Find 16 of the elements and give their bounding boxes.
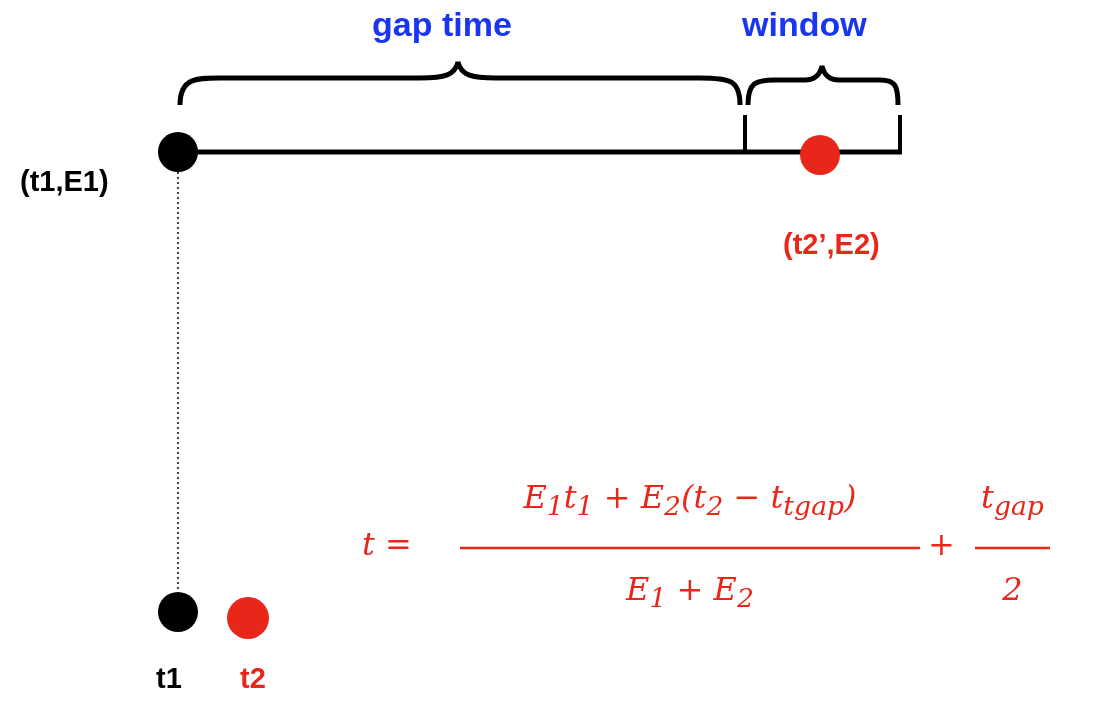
dot	[158, 132, 198, 172]
point-label: t2	[240, 662, 266, 695]
formula-denominator: 2	[1001, 570, 1024, 608]
formula-numerator: E$_{1}$t$_{1}$ + E$_{2}$(t$_{2}$ − t$_{t}$$_{gap}$)	[522, 478, 858, 522]
formula-text: t =	[362, 525, 412, 563]
point-label: (t2’,E2)	[783, 228, 880, 261]
dot	[800, 135, 840, 175]
formula-text: +	[928, 525, 955, 563]
brace-label: window	[742, 5, 867, 44]
point-label: (t1,E1)	[20, 165, 109, 198]
brace-label: gap time	[372, 5, 512, 44]
dot	[158, 592, 198, 632]
point-label: t1	[156, 662, 182, 695]
dot	[227, 597, 269, 639]
formula-numerator: t$_{gap}$	[980, 478, 1045, 522]
formula-denominator: E$_{1}$ + E$_{2}$	[624, 570, 755, 614]
